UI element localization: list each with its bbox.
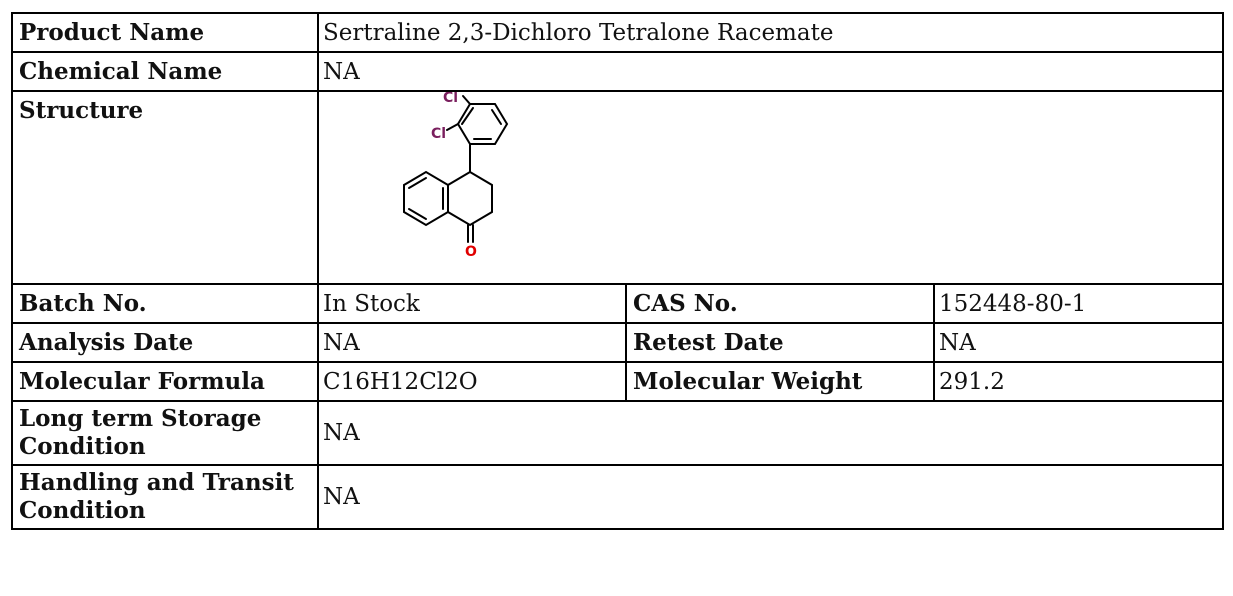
product-name-label: Product Name — [11, 12, 319, 53]
retest-date-value: NA — [932, 322, 1225, 363]
chemical-name-value: NA — [316, 51, 1225, 92]
molecular-formula-label: Molecular Formula — [11, 361, 319, 402]
batch-no-label: Batch No. — [11, 283, 319, 324]
chlorine-atom-label-1: Cl — [443, 92, 458, 106]
row-batch-cas: Batch No. In Stock CAS No. 152448-80-1 — [11, 283, 1225, 324]
structure-label: Structure — [11, 90, 319, 285]
cl2-bond — [446, 123, 459, 131]
molecular-formula-value: C16H12Cl2O — [317, 361, 627, 402]
chemical-name-label: Chemical Name — [11, 51, 319, 92]
benzo-double-bond-2 — [408, 208, 427, 220]
analysis-date-label: Analysis Date — [11, 322, 319, 363]
row-dates: Analysis Date NA Retest Date NA — [11, 322, 1225, 363]
row-product-name: Product Name Sertraline 2,3-Dichloro Tet… — [11, 12, 1225, 53]
structure-drawing: Cl Cl O — [375, 92, 595, 282]
row-structure: Structure — [11, 90, 1225, 285]
storage-condition-label: Long term Storage Condition — [11, 400, 319, 466]
bond-lines — [403, 95, 509, 243]
cl1-bond — [462, 95, 471, 105]
molecular-weight-label: Molecular Weight — [625, 361, 935, 402]
benzo-double-bond-1 — [408, 177, 427, 189]
handling-condition-value: NA — [316, 464, 1225, 530]
product-name-value: Sertraline 2,3-Dichloro Tetralone Racema… — [316, 12, 1225, 53]
oxygen-atom-label: O — [465, 244, 477, 260]
cas-no-value: 152448-80-1 — [932, 283, 1225, 324]
retest-date-label: Retest Date — [625, 322, 935, 363]
benzo-ring — [403, 170, 449, 227]
analysis-date-value: NA — [317, 322, 627, 363]
storage-condition-value: NA — [316, 400, 1225, 466]
chlorine-atom-label-2: Cl — [431, 126, 446, 142]
cyclohexanone-ring — [447, 171, 493, 227]
row-handling: Handling and Transit Condition NA — [11, 464, 1225, 530]
phenyl-double-bond-1 — [491, 109, 502, 125]
row-chemical-name: Chemical Name NA — [11, 51, 1225, 92]
cas-no-label: CAS No. — [625, 283, 935, 324]
handling-condition-label: Handling and Transit Condition — [11, 464, 319, 530]
structure-cell: Cl Cl O — [316, 90, 1225, 285]
molecule-structure-diagram: Cl Cl O — [403, 92, 509, 260]
product-spec-table: Product Name Sertraline 2,3-Dichloro Tet… — [11, 12, 1225, 530]
row-formula-weight: Molecular Formula C16H12Cl2O Molecular W… — [11, 361, 1225, 402]
molecular-weight-value: 291.2 — [932, 361, 1225, 402]
batch-no-value: In Stock — [317, 283, 627, 324]
phenyl-double-bond-3 — [461, 107, 474, 125]
row-storage: Long term Storage Condition NA — [11, 400, 1225, 466]
